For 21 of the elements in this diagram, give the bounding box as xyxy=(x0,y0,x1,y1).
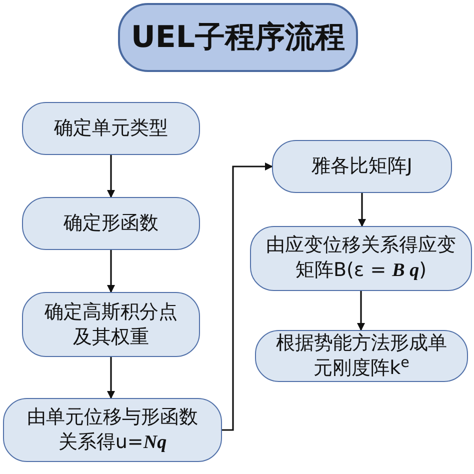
step-text: 确定单元类型 xyxy=(54,116,168,141)
arrow xyxy=(222,162,273,431)
arrow xyxy=(358,193,366,227)
arrow xyxy=(107,357,115,399)
step-text: 确定高斯积分点及其权重 xyxy=(44,300,178,350)
step-text: 雅各比矩阵J xyxy=(312,154,412,179)
process-box xyxy=(272,140,452,193)
process-box xyxy=(22,197,200,250)
step-text: 由单元位移与形函数关系得u=Nq xyxy=(26,404,199,454)
arrow xyxy=(357,291,365,331)
arrow xyxy=(107,155,115,198)
process-box xyxy=(22,102,200,155)
step-text: 根据势能方法形成单元刚度阵k$^{e}$ xyxy=(275,331,448,381)
title-box: UEL子程序流程 xyxy=(118,3,358,72)
step-text: 由应变位移关系得应变矩阵B(ε = B q) xyxy=(265,233,457,283)
arrow xyxy=(107,250,115,293)
process-box xyxy=(3,398,222,462)
process-box xyxy=(255,330,468,382)
step-text: 确定形函数 xyxy=(64,211,158,236)
process-box xyxy=(22,292,200,357)
process-box xyxy=(250,226,472,291)
